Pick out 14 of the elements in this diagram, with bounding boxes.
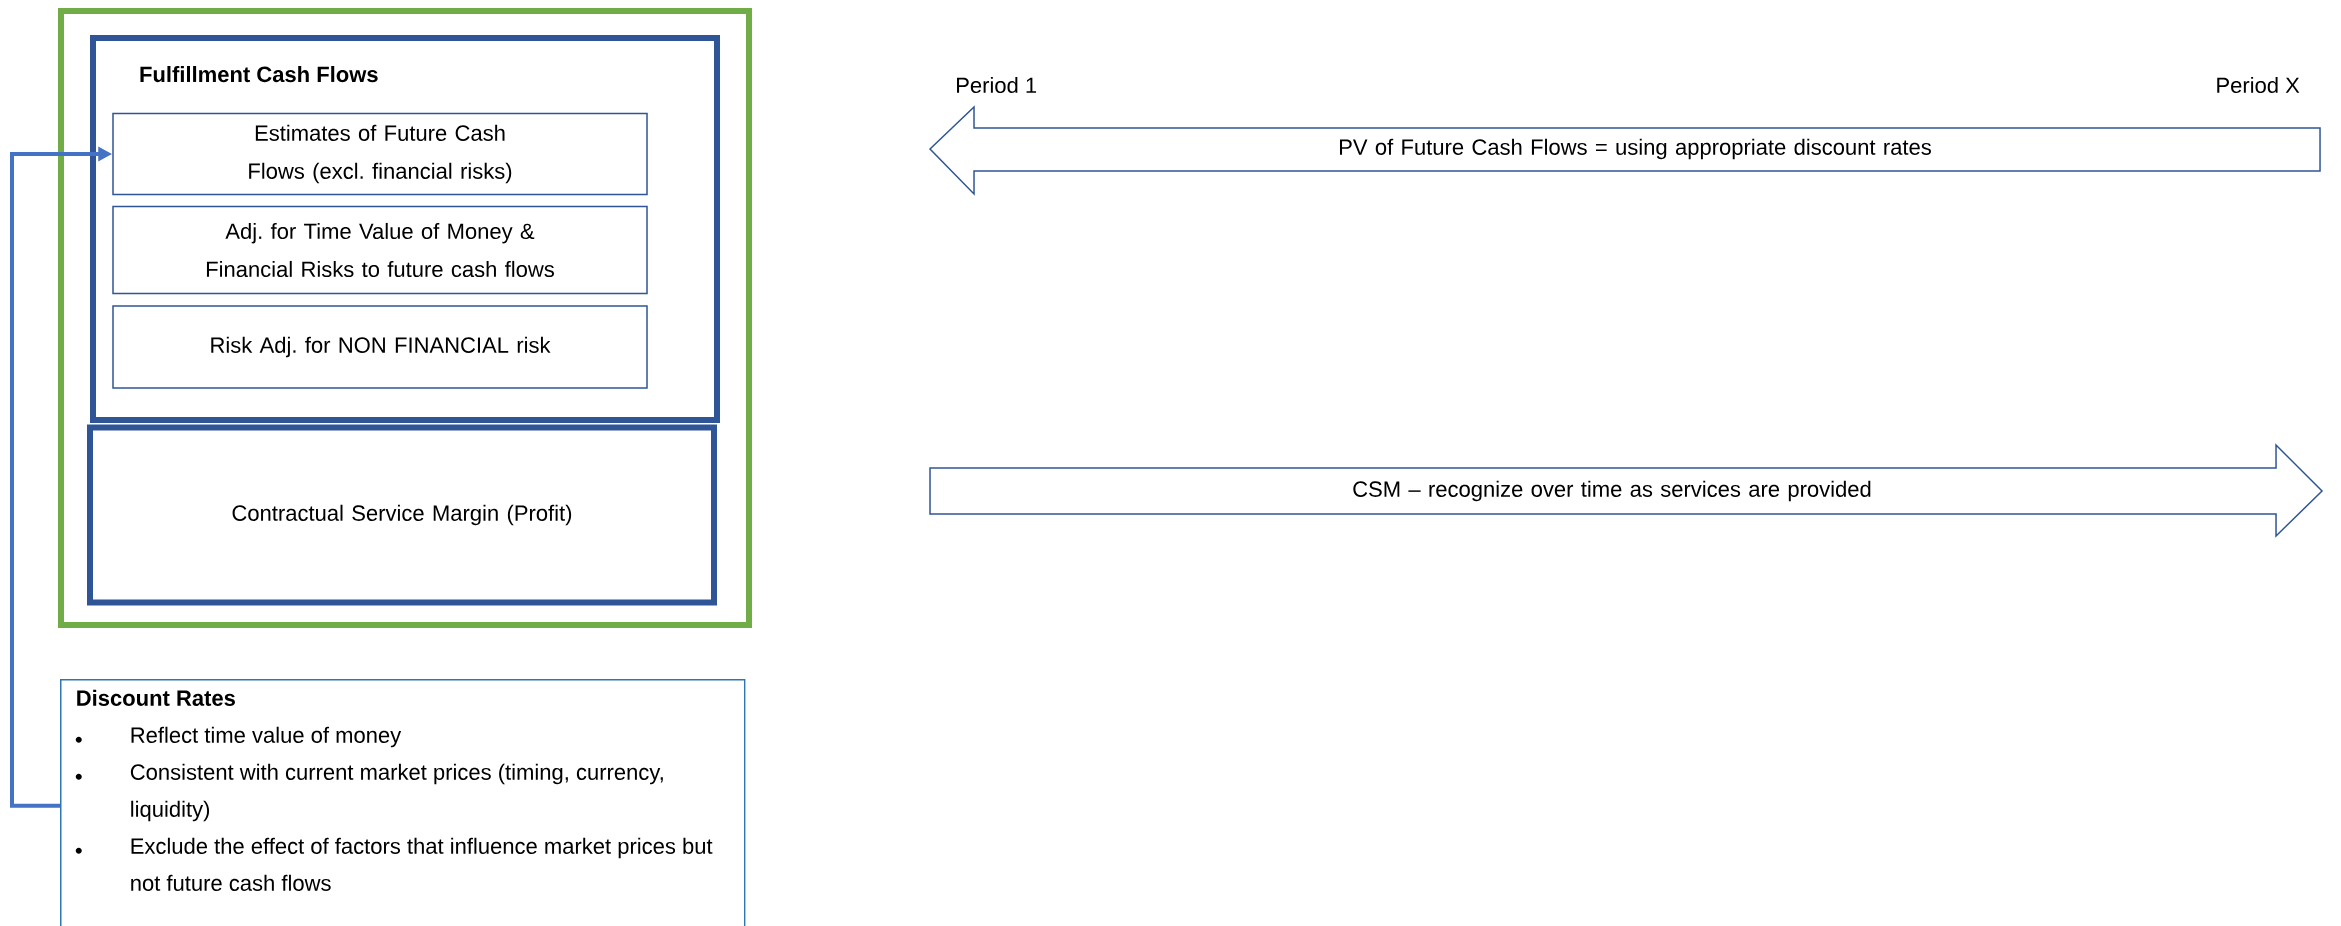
text-box (60, 679, 746, 926)
text-box: Estimates of Future Cash Flows (excl. financial risks) (112, 112, 648, 196)
box-heading: Fulfillment Cash Flows (140, 66, 378, 83)
period-label: Period X (2217, 76, 2300, 94)
text-box: Contractual Service Margin (Profit) (87, 424, 717, 606)
text-box: Adj. for Time Value of Money & Financial Risks to future cash flows (112, 205, 648, 295)
bullet-item: Reflect time value of money (75, 726, 402, 748)
outer-frame (58, 8, 752, 628)
period-label: Period 1 (957, 76, 1037, 94)
box-heading: Discount Rates (77, 689, 235, 706)
bullet-item: Exclude the effect of factors that influence market prices but not future cash flows (75, 837, 713, 891)
text-box: Risk Adj. for NON FINANCIAL risk (112, 305, 648, 389)
group-box (90, 35, 720, 423)
bullet-item: Consistent with current market prices (timing, currency, liquidity) (75, 763, 663, 822)
